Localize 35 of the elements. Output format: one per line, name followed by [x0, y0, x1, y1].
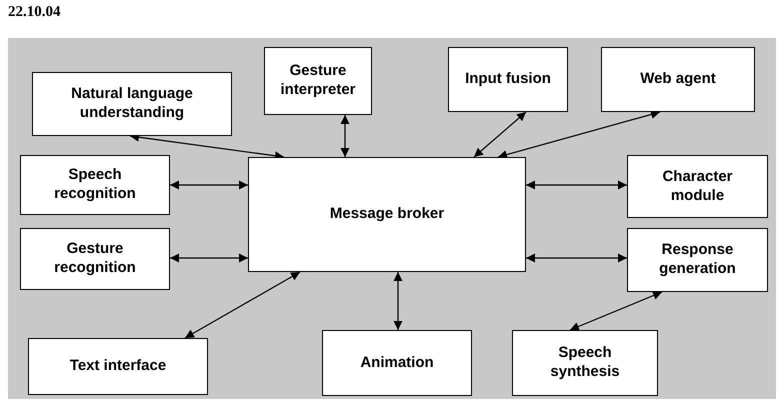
double-arrow	[498, 110, 660, 159]
module-label: Character module	[661, 168, 734, 206]
double-arrow	[526, 180, 627, 190]
double-arrow	[170, 254, 248, 262]
double-arrow	[474, 112, 526, 158]
module-box	[28, 338, 208, 395]
module-box	[264, 47, 372, 115]
module-box	[512, 330, 658, 396]
double-arrow	[570, 291, 662, 331]
module-label: Web agent	[640, 70, 716, 89]
double-arrow	[526, 254, 627, 262]
module-label: Natural language understanding	[70, 85, 194, 123]
module-label: Gesture interpreter	[279, 62, 357, 100]
module-box	[248, 157, 526, 272]
double-arrow	[184, 271, 300, 339]
module-box	[32, 72, 232, 136]
double-arrow	[170, 180, 248, 190]
double-arrow	[340, 115, 350, 157]
module-label: Message broker	[330, 205, 444, 224]
module-label: Response generation	[658, 241, 737, 279]
module-box	[20, 155, 170, 215]
date-title: 22.10.04	[8, 4, 60, 21]
module-label: Text interface	[70, 357, 166, 376]
module-box	[601, 47, 755, 112]
module-box	[627, 155, 768, 218]
double-arrow	[394, 272, 402, 330]
module-box	[20, 228, 170, 290]
module-box	[322, 330, 472, 396]
module-box	[627, 228, 768, 292]
module-label: Input fusion	[465, 70, 551, 89]
module-label: Animation	[360, 354, 434, 372]
module-label: Gesture recognition	[53, 240, 137, 278]
module-label: Speech recognition	[53, 166, 137, 204]
module-box	[448, 47, 568, 112]
module-label: Speech synthesis	[549, 344, 621, 382]
